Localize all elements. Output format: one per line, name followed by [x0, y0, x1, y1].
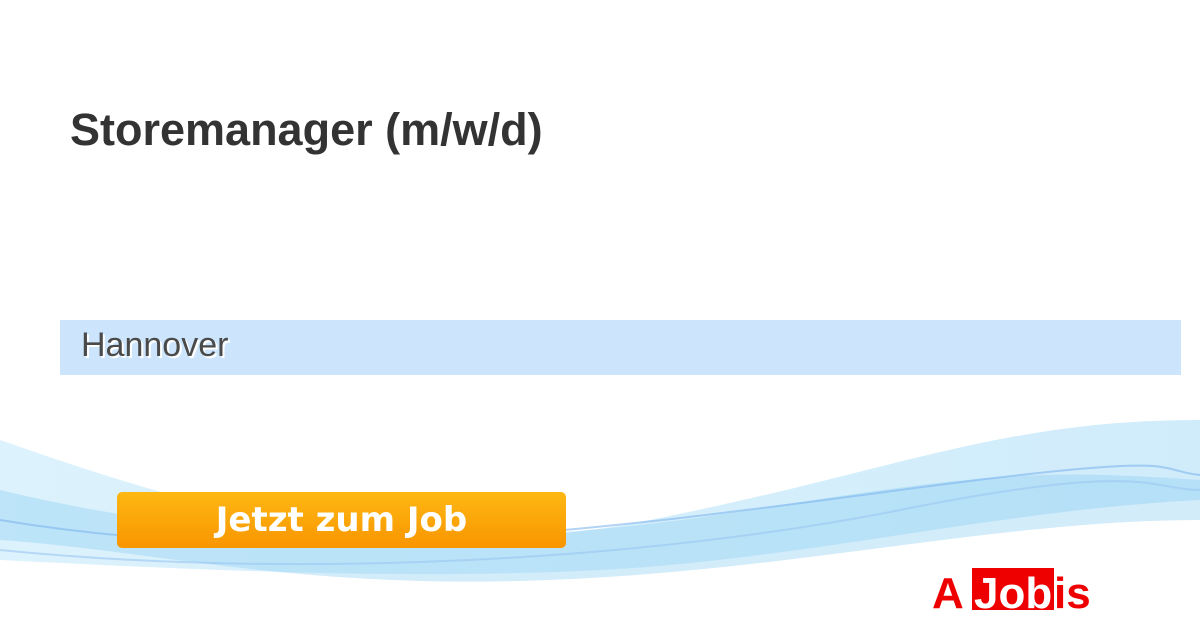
svg-text:A: A: [932, 569, 964, 612]
svg-text:is: is: [1054, 569, 1091, 612]
svg-text:Job: Job: [974, 569, 1052, 612]
ajobis-logo[interactable]: A Job is: [930, 566, 1100, 612]
apply-button[interactable]: Jetzt zum Job: [117, 492, 566, 548]
job-title: Storemanager (m/w/d): [70, 104, 543, 155]
location-text: Hannover: [81, 326, 229, 364]
location-bar: Hannover: [60, 320, 1181, 375]
